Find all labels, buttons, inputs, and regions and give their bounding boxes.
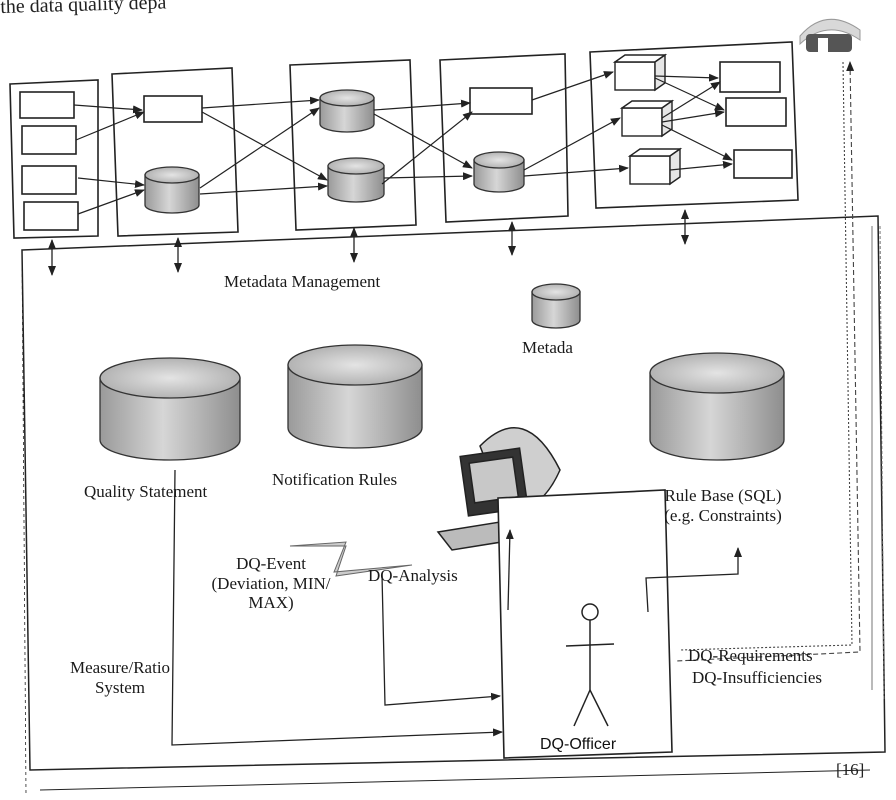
rule-base-db <box>650 353 784 460</box>
cylinders <box>100 90 784 460</box>
mart-db <box>474 152 524 192</box>
dq-event-line-2: (Deviation, MIN/ <box>196 574 346 594</box>
mart-stage <box>440 54 568 222</box>
measure-ratio-label: Measure/Ratio System <box>60 658 180 697</box>
outer-frame-bottom <box>40 770 870 790</box>
source-box-1 <box>20 92 74 118</box>
cube-2 <box>622 101 672 136</box>
dwh-db-1 <box>320 90 374 132</box>
source-box-3 <box>22 166 76 194</box>
output-box-1 <box>720 62 780 92</box>
output-box-2 <box>726 98 786 126</box>
dq-officer-label: DQ-Officer <box>540 736 616 754</box>
cube-1 <box>615 55 665 90</box>
notification-rules-db <box>288 345 422 448</box>
metadata-links <box>52 210 685 275</box>
quality-statement-label: Quality Statement <box>84 482 207 502</box>
dq-event-line-1: DQ-Event <box>196 554 346 574</box>
cube-3 <box>630 149 680 184</box>
source-box-2 <box>22 126 76 154</box>
cube-group <box>615 55 680 184</box>
rule-base-label: Rule Base (SQL) (e.g. Constraints) <box>648 486 798 525</box>
rule-base-line-1: Rule Base (SQL) <box>648 486 798 506</box>
quality-statement-db <box>100 358 240 460</box>
staging-box <box>144 96 202 122</box>
metadata-db <box>532 284 580 328</box>
dq-analysis-label: DQ-Analysis <box>368 566 458 586</box>
dq-requirements-label: DQ-Requirements <box>688 646 813 666</box>
rule-base-line-2: (e.g. Constraints) <box>648 506 798 526</box>
dwh-stage <box>290 60 416 230</box>
dq-event-label: DQ-Event (Deviation, MIN/ MAX) <box>196 554 346 613</box>
dq-event-line-3: MAX) <box>196 593 346 613</box>
notification-rules-label: Notification Rules <box>272 470 397 490</box>
source-box-4 <box>24 202 78 230</box>
measure-line-2: System <box>60 678 180 698</box>
output-box-3 <box>734 150 792 178</box>
metadata-store-label: Metada <box>522 338 573 358</box>
dq-officer-box <box>498 490 672 758</box>
dwh-db-2 <box>328 158 384 202</box>
metadata-management-label: Metadata Management <box>224 272 380 292</box>
dq-insufficiencies-label: DQ-Insufficiencies <box>692 668 822 688</box>
measure-line-1: Measure/Ratio <box>60 658 180 678</box>
mart-box <box>470 88 532 114</box>
staging-db <box>145 167 199 213</box>
user-group-icon <box>800 19 860 52</box>
citation-label: [16] <box>836 760 864 780</box>
